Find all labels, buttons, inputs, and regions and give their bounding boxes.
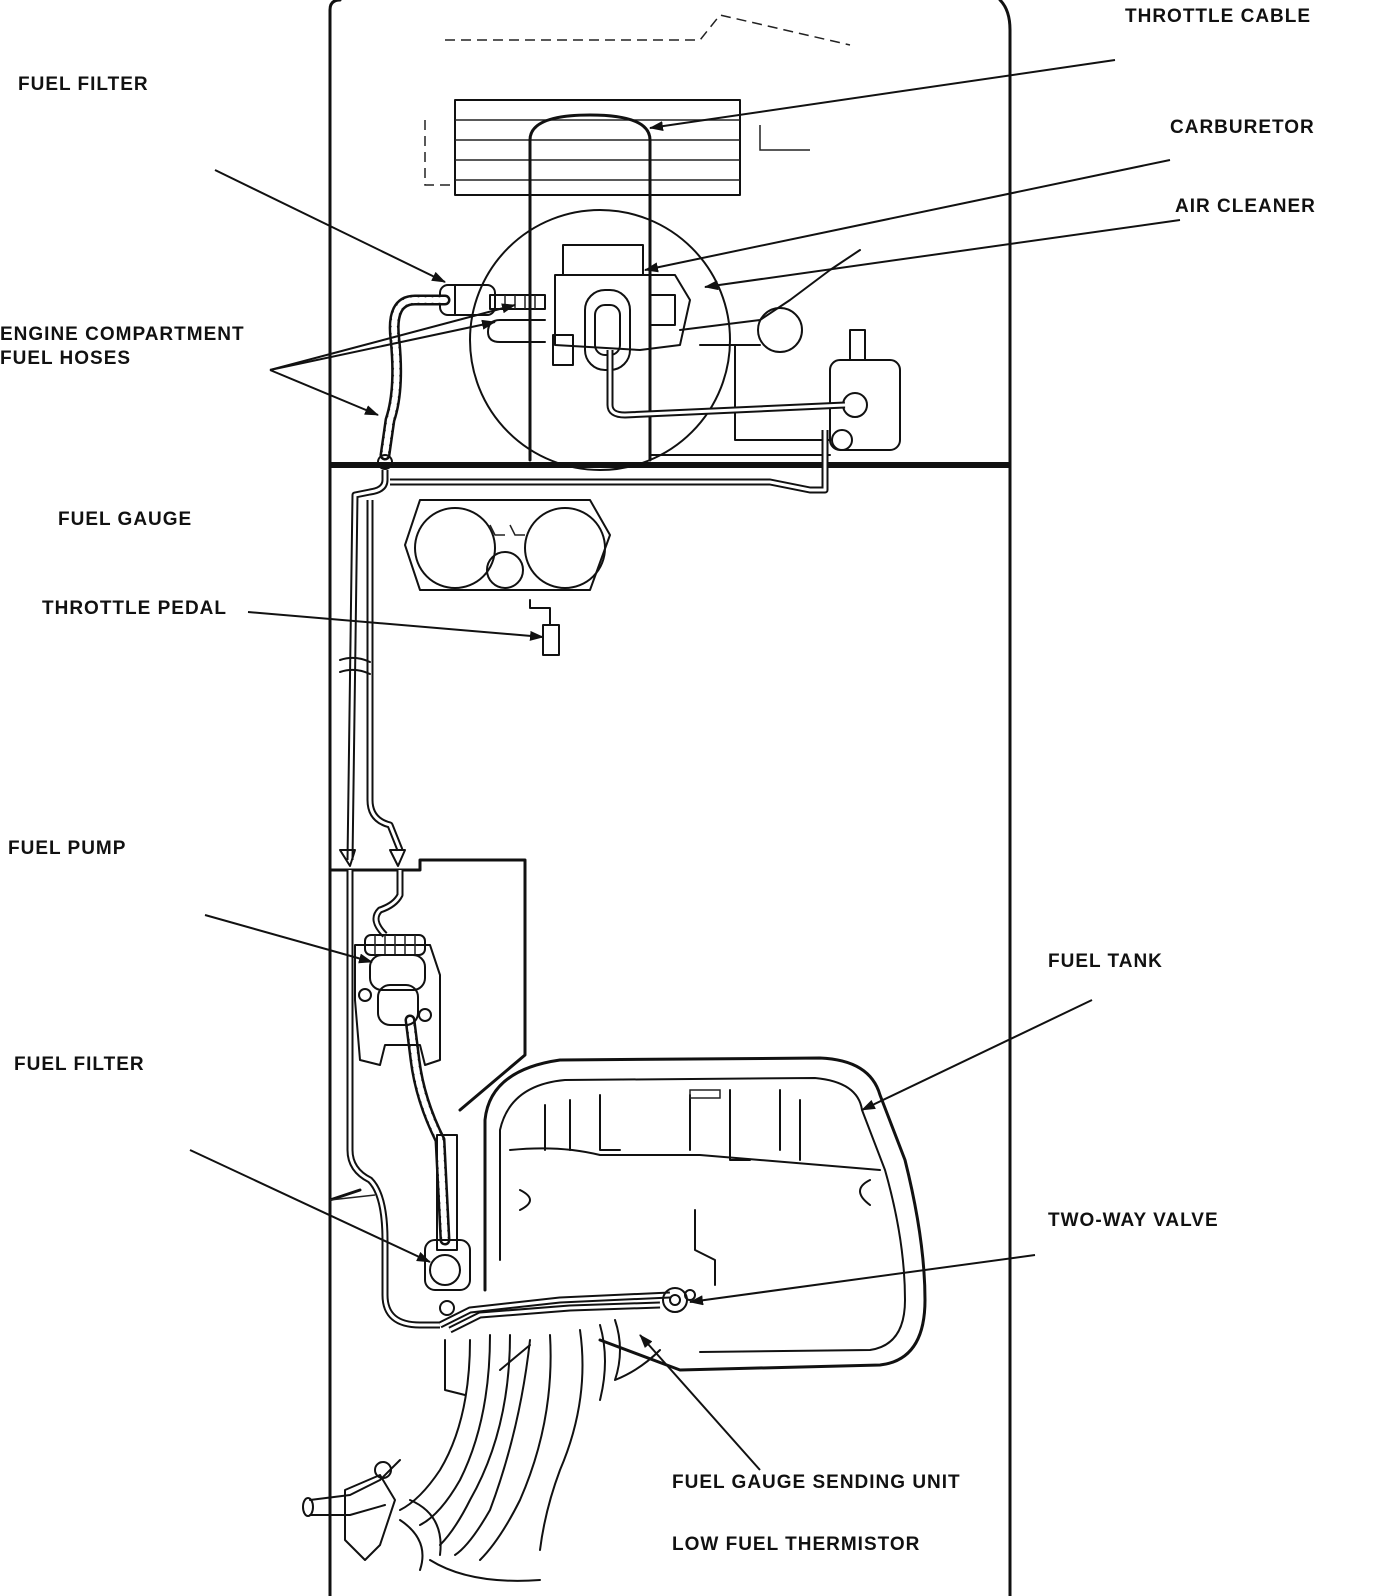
label-throttle-cable: THROTTLE CABLE <box>1125 6 1311 27</box>
arrow-carburetor <box>644 159 1171 273</box>
arrow-fuel-pump <box>204 914 373 964</box>
lower-fuel-filter <box>424 1239 471 1316</box>
arrow-engine-hoses-b <box>269 319 496 371</box>
label-fuel-filter-bottom: FUEL FILTER <box>14 1054 145 1075</box>
label-two-way-valve: TWO-WAY VALVE <box>1048 1210 1219 1231</box>
label-fuel-filter-top: FUEL FILTER <box>18 74 149 95</box>
arrow-fuel-filter-top <box>214 169 446 283</box>
label-fuel-gauge: FUEL GAUGE <box>58 509 192 530</box>
arrow-engine-hoses-a <box>269 303 516 371</box>
label-engine-hoses-line2: FUEL HOSES <box>0 348 131 369</box>
arrow-fuel-filter-bottom <box>189 1149 431 1263</box>
label-engine-hoses-line1: ENGINE COMPARTMENT <box>0 324 245 345</box>
label-throttle-pedal: THROTTLE PEDAL <box>42 598 227 619</box>
label-sending-unit: FUEL GAUGE SENDING UNIT <box>672 1472 961 1493</box>
label-air-cleaner: AIR CLEANER <box>1175 196 1316 217</box>
fuel-lines <box>339 294 829 1329</box>
label-fuel-pump: FUEL PUMP <box>8 838 126 859</box>
vehicle-body-outline <box>328 0 1012 1596</box>
labels: THROTTLE CABLE FUEL FILTER CARBURETOR AI… <box>0 6 1316 1555</box>
label-fuel-tank: FUEL TANK <box>1048 951 1163 972</box>
leader-arrows <box>189 59 1181 1471</box>
engine-compartment <box>424 14 901 471</box>
arrow-two-way-valve <box>689 1254 1036 1306</box>
arrow-throttle-cable <box>649 59 1116 132</box>
arrow-engine-hoses-c <box>269 369 379 416</box>
arrow-fuel-tank <box>861 999 1093 1111</box>
throttle-pedal <box>529 599 560 656</box>
filler-neck-tubes <box>302 1287 696 1582</box>
label-low-fuel-thermistor: LOW FUEL THERMISTOR <box>672 1534 920 1555</box>
arrow-air-cleaner <box>704 219 1181 291</box>
fuel-tank <box>483 1056 927 1372</box>
arrow-throttle-pedal <box>247 611 544 641</box>
label-carburetor: CARBURETOR <box>1170 117 1315 138</box>
fuel-pump-assembly <box>354 934 441 1066</box>
arrow-sending-unit <box>639 1334 761 1471</box>
fuel-gauge-cluster <box>404 499 611 591</box>
